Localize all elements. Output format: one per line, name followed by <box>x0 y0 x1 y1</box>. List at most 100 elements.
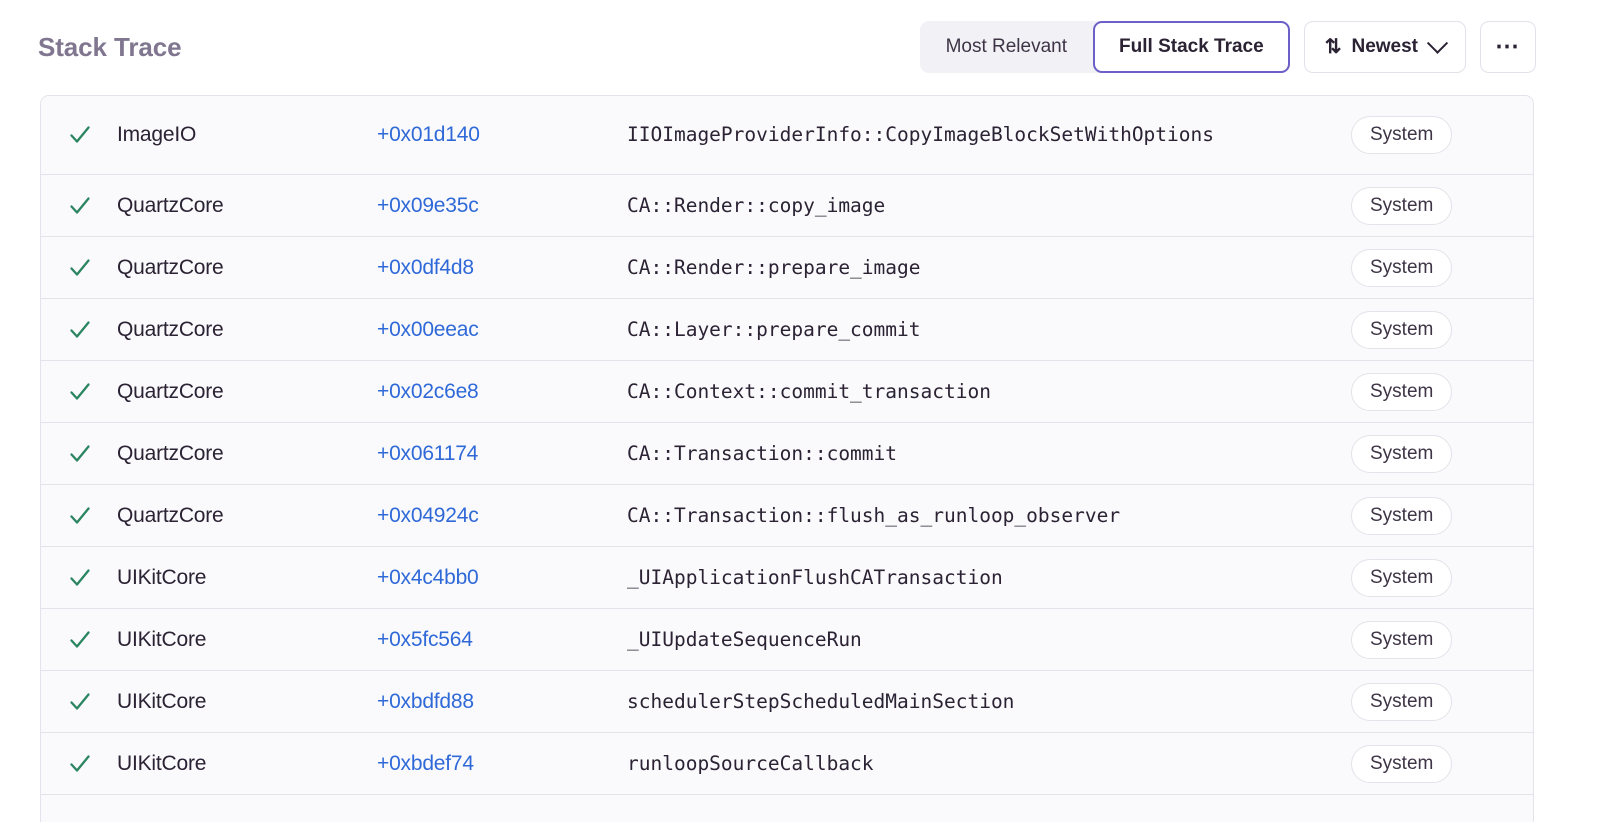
frame-symbol: CA::Layer::prepare_commit <box>627 317 921 341</box>
header-controls: Most Relevant Full Stack Trace ⇅ Newest … <box>919 21 1536 73</box>
frame-symbol: CA::Render::copy_image <box>627 193 886 217</box>
frame-address-link[interactable]: +0xbdfd88 <box>377 689 474 713</box>
frame-symbol: CA::Render::prepare_image <box>627 255 921 279</box>
table-row[interactable]: QuartzCore +0x09e35c CA::Render::copy_imag… <box>41 175 1533 237</box>
status-badge: System <box>1351 744 1453 783</box>
status-badge: System <box>1351 558 1453 597</box>
stack-trace-view-toggle[interactable]: Most Relevant Full Stack Trace <box>919 21 1290 73</box>
frame-module: QuartzCore <box>117 317 224 341</box>
status-badge: System <box>1351 186 1453 225</box>
stack-trace-frames-table: ImageIO +0x01d140 IIOImageProviderInfo::Co… <box>40 95 1534 822</box>
sort-arrows-icon: ⇅ <box>1324 36 1342 58</box>
status-badge: System <box>1351 496 1453 535</box>
frame-address-link[interactable]: +0x0df4d8 <box>377 255 474 279</box>
frame-symbol: _UIUpdateSequenceRun <box>627 627 862 651</box>
check-icon <box>70 196 90 214</box>
frame-address-link[interactable]: +0x09e35c <box>377 193 479 217</box>
check-icon <box>70 382 90 400</box>
frame-status-cell <box>67 255 117 281</box>
frame-symbol: CA::Transaction::commit <box>627 441 898 465</box>
status-badge: System <box>1351 248 1453 287</box>
frame-tag-cell: System <box>1345 744 1516 783</box>
frame-address-link[interactable]: +0x5fc564 <box>377 627 473 651</box>
tab-full-stack-trace[interactable]: Full Stack Trace <box>1093 21 1290 73</box>
frame-symbol: CA::Context::commit_transaction <box>627 379 991 403</box>
frame-module: QuartzCore <box>117 255 224 279</box>
check-icon <box>70 258 90 276</box>
status-badge: System <box>1351 310 1453 349</box>
frame-module: QuartzCore <box>117 193 224 217</box>
frame-module: QuartzCore <box>117 503 224 527</box>
table-row[interactable]: QuartzCore +0x00eeac CA::Layer::prepare_co… <box>41 299 1533 361</box>
frame-status-cell <box>67 751 117 777</box>
frame-symbol: schedulerStepScheduledMainSection <box>627 689 1015 713</box>
table-row[interactable]: QuartzCore +0x02c6e8 CA::Context::commit_t… <box>41 361 1533 423</box>
frame-tag-cell: System <box>1345 310 1516 349</box>
check-icon <box>70 630 90 648</box>
ellipsis-icon: ⋯ <box>1495 32 1521 60</box>
frame-module: ImageIO <box>117 123 197 146</box>
check-icon <box>70 692 90 710</box>
frame-tag-cell: System <box>1345 116 1516 154</box>
table-row[interactable]: UIKitCore+0x4c4bb0_UIApplicationFlushCAT… <box>41 547 1533 609</box>
frame-tag-cell: System <box>1345 186 1516 225</box>
table-row[interactable]: QuartzCore +0x04924c CA::Transaction::flus… <box>41 485 1533 547</box>
frame-status-cell <box>67 379 117 405</box>
more-options-button[interactable]: ⋯ <box>1480 21 1536 73</box>
table-row[interactable]: QuartzCore +0x0df4d8 CA::Render::prepare_i… <box>41 237 1533 299</box>
status-badge: System <box>1351 434 1453 473</box>
frame-symbol: IIOImageProviderInfo::CopyImageBlockSetW… <box>627 123 1214 147</box>
table-row[interactable]: ImageIO +0x01d140 IIOImageProviderInfo::Co… <box>41 96 1533 175</box>
sort-label: Newest <box>1351 36 1418 57</box>
frame-status-cell <box>67 193 117 219</box>
frame-tag-cell: System <box>1345 620 1516 659</box>
frame-tag-cell: System <box>1345 434 1516 473</box>
frame-status-cell <box>67 627 117 653</box>
frame-module: UIKitCore <box>117 689 207 713</box>
frame-status-cell <box>67 565 117 591</box>
frame-symbol: runloopSourceCallback <box>627 751 874 775</box>
page-title: Stack Trace <box>38 32 182 62</box>
table-row[interactable]: UIKitCore +0xbdef74 runloopSourceCallback S… <box>41 733 1533 795</box>
frame-status-cell <box>67 689 117 715</box>
check-icon <box>70 320 90 338</box>
check-icon <box>70 444 90 462</box>
status-badge: System <box>1351 682 1453 721</box>
frame-tag-cell: System <box>1345 248 1516 287</box>
table-row[interactable]: UIKitCore +0x5fc564 _UIUpdateSequenceRun Sy… <box>41 609 1533 671</box>
check-icon <box>70 126 90 143</box>
sort-button[interactable]: ⇅ Newest <box>1303 21 1466 73</box>
table-row[interactable]: QuartzCore +0x061174 CA::Transaction::comm… <box>41 423 1533 485</box>
frame-address-link[interactable]: +0x01d140 <box>377 123 480 146</box>
frame-address-link[interactable]: +0x4c4bb0 <box>377 565 479 589</box>
frame-address-link[interactable]: +0x04924c <box>377 503 479 527</box>
chevron-down-icon <box>1426 32 1449 54</box>
frame-module: QuartzCore <box>117 441 224 465</box>
frame-symbol: CA::Transaction::flush_as_runloop_observ… <box>627 503 1121 527</box>
check-icon <box>70 568 90 586</box>
status-badge: System <box>1351 372 1453 411</box>
frame-address-link[interactable]: +0xbdef74 <box>377 751 474 775</box>
frame-status-cell <box>67 317 117 343</box>
frame-module: UIKitCore <box>117 627 207 651</box>
frame-address-link[interactable]: +0x00eeac <box>377 317 479 341</box>
frame-status-cell <box>67 122 117 148</box>
check-icon <box>70 754 90 772</box>
frame-tag-cell: System <box>1345 558 1516 597</box>
frame-address-link[interactable]: +0x02c6e8 <box>377 379 479 403</box>
status-badge: System <box>1351 620 1453 659</box>
check-icon <box>70 506 90 524</box>
panel-header: Stack Trace Most Relevant Full Stack Tra… <box>0 0 1614 94</box>
frame-module: UIKitCore <box>117 565 207 589</box>
frame-tag-cell: System <box>1345 496 1516 535</box>
frame-status-cell <box>67 441 117 467</box>
frame-address-link[interactable]: +0x061174 <box>377 441 479 465</box>
status-badge: System <box>1351 116 1453 154</box>
tab-most-relevant[interactable]: Most Relevant <box>920 21 1093 73</box>
frame-module: QuartzCore <box>117 379 224 403</box>
frame-tag-cell: System <box>1345 372 1516 411</box>
frame-status-cell <box>67 503 117 529</box>
table-row[interactable]: UIKitCore +0xbdfd88 schedulerStepScheduled… <box>41 671 1533 733</box>
frame-module: UIKitCore <box>117 751 207 775</box>
